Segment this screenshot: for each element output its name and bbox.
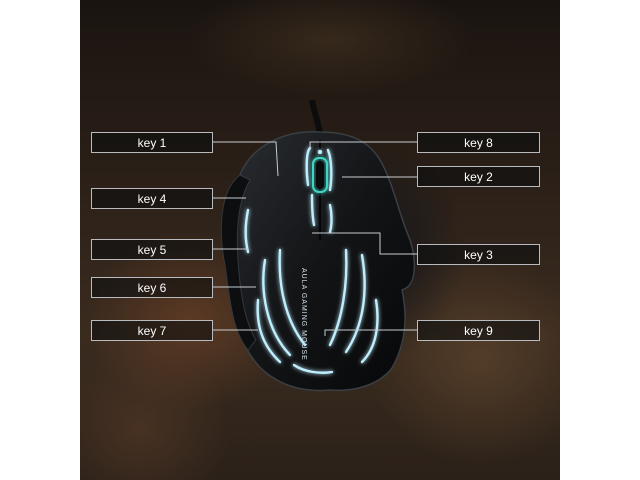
callout-key-2-label: key 2 — [464, 169, 493, 184]
callout-key-4-label: key 4 — [137, 191, 167, 206]
callout-key-9: key 9 — [417, 320, 540, 341]
callout-key-2: key 2 — [417, 166, 540, 187]
callout-key-6: key 6 — [91, 277, 213, 298]
scroll-wheel — [316, 161, 324, 189]
callout-key-5: key 5 — [91, 239, 213, 260]
diagram-stage: AULA GAMING MOUSE key 1 key 4 key 5 key … — [80, 0, 560, 480]
callout-key-7-label: key 7 — [137, 323, 167, 338]
callout-key-8-label: key 8 — [464, 135, 493, 150]
mouse-cable — [309, 99, 323, 135]
key-8-dot — [317, 149, 323, 155]
callout-key-3: key 3 — [417, 244, 540, 265]
callout-key-5-label: key 5 — [137, 242, 167, 257]
side-grip — [220, 174, 257, 351]
callout-key-1: key 1 — [91, 132, 213, 153]
leader-key-9 — [324, 329, 417, 336]
callout-key-4: key 4 — [91, 188, 213, 209]
callout-key-9-label: key 9 — [464, 323, 493, 338]
callout-key-3-label: key 3 — [464, 247, 493, 262]
callout-key-7: key 7 — [91, 320, 213, 341]
callout-key-6-label: key 6 — [137, 280, 167, 295]
callout-key-1-label: key 1 — [137, 135, 167, 150]
mouse-illustration: AULA GAMING MOUSE — [213, 99, 417, 392]
scroll-wheel-glow — [312, 157, 328, 193]
mouse-brand: AULA GAMING MOUSE — [300, 268, 307, 361]
leader-key-1 — [213, 141, 279, 177]
leader-key-8 — [309, 141, 417, 150]
callout-key-8: key 8 — [417, 132, 540, 153]
leader-key-3 — [312, 232, 417, 255]
leader-lines — [213, 141, 417, 336]
mouse-brand-text: AULA GAMING MOUSE — [300, 268, 307, 361]
glow-lines — [244, 146, 379, 374]
